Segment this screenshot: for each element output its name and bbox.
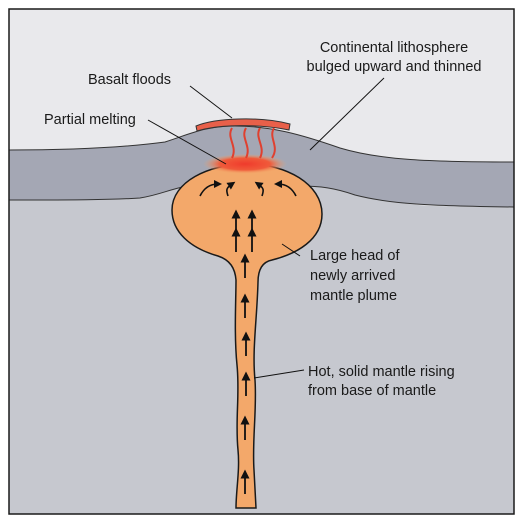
partial-melting-zone — [203, 154, 287, 174]
diagram-frame — [8, 8, 515, 515]
mantle-region — [9, 186, 514, 514]
lithosphere-leader — [309, 77, 385, 151]
up-arrow-icon — [231, 209, 257, 494]
curved-arrow-icon — [199, 180, 297, 197]
rising-mantle-label-line2: from base of mantle — [308, 383, 436, 399]
rising-mantle-leader — [253, 369, 305, 379]
plume-head-label-line2: newly arrived — [310, 268, 395, 284]
feeder-dikes — [229, 127, 276, 159]
plume-head-leader — [281, 243, 301, 257]
plume-head-label-line1: Large head of — [310, 248, 400, 264]
lithosphere-label-line2: bulged upward and thinned — [307, 59, 482, 75]
basalt-floods-leader — [189, 85, 233, 119]
rising-mantle-label-line1: Hot, solid mantle rising — [308, 364, 455, 380]
lithosphere-label-line1: Continental lithosphere — [320, 40, 468, 56]
partial-melting-leader — [147, 119, 227, 165]
basalt-flood-layer — [195, 118, 291, 132]
partial-melting-label: Partial melting — [44, 112, 136, 128]
basalt-floods-label: Basalt floods — [88, 72, 171, 88]
plume-head-label-line3: mantle plume — [310, 288, 397, 304]
